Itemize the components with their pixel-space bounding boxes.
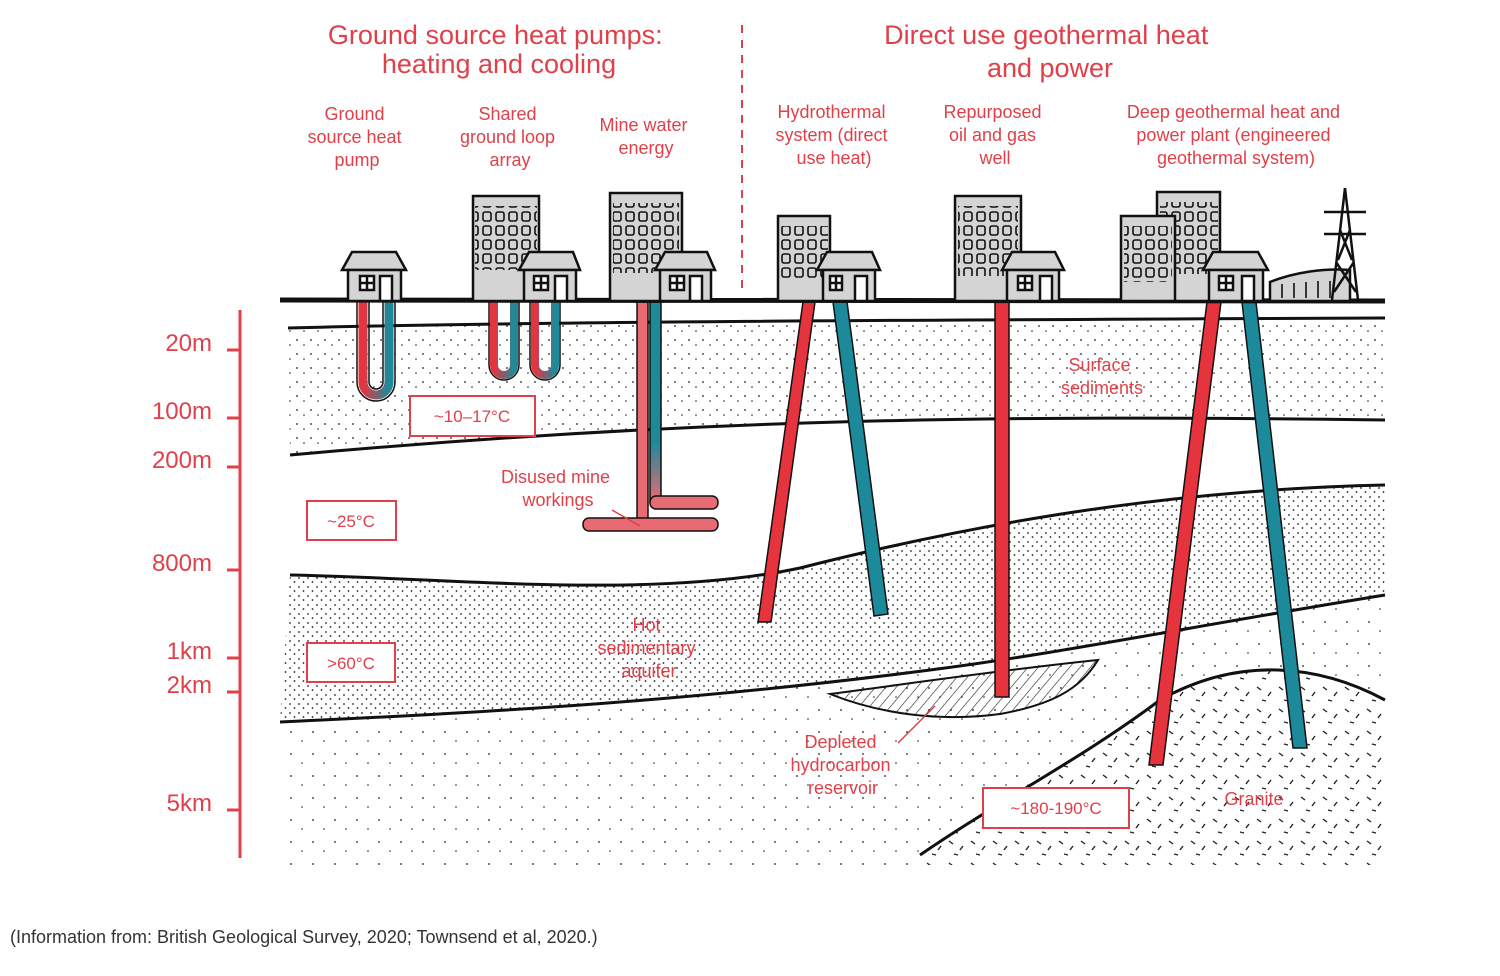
header-direct-use: Direct use geothermal heat and power: [884, 20, 1216, 83]
depth-label: 200m: [152, 447, 212, 474]
label-mine-workings: Disused mine workings: [501, 467, 615, 510]
depth-label: 2km: [167, 672, 212, 699]
mine-workings-upper: [649, 495, 719, 510]
citation: (Information from: British Geological Su…: [10, 927, 598, 947]
house-icon: [1200, 250, 1271, 303]
label-mine-water: Mine water energy: [599, 115, 692, 158]
depleted-reservoir-shape: [826, 658, 1100, 719]
depth-label: 5km: [167, 790, 212, 817]
mine-pipe-hot: [636, 301, 649, 523]
layer-aquifer: [280, 485, 1385, 722]
header-gshp: Ground source heat pumps: heating and co…: [328, 20, 670, 79]
mine-workings-pointer: [611, 509, 641, 527]
label-gshp: Ground source heat pump: [307, 104, 406, 170]
mine-pipe-cold: [649, 301, 662, 503]
buildings: [339, 187, 1366, 303]
label-hot-aquifer: Hot sedimentary aquifer: [597, 615, 700, 681]
depth-label: 100m: [152, 398, 212, 425]
apartment-tower-icon: [1119, 214, 1177, 303]
depth-scale: 20m 100m 200m 800m 1km 2km 5km: [152, 310, 242, 858]
svg-text:~25°C: ~25°C: [327, 512, 375, 531]
gshp-u-loop: [358, 302, 394, 400]
label-oil-gas-well: Repurposed oil and gas well: [943, 102, 1046, 168]
temperature-badge: ~10–17°C: [409, 395, 536, 437]
label-granite: Granite: [1224, 789, 1283, 809]
svg-text:~180-190°C: ~180-190°C: [1010, 799, 1101, 818]
house-icon: [999, 250, 1067, 303]
boundary-4: [279, 593, 1386, 724]
temperature-badge: ~180-190°C: [982, 787, 1130, 829]
label-deep-geothermal: Deep geothermal heat and power plant (en…: [1127, 102, 1345, 168]
electricity-pylon-icon: [1324, 187, 1366, 301]
shared-loop-2: [531, 302, 559, 379]
geology-layers: [279, 316, 1386, 865]
depth-label: 800m: [152, 550, 212, 577]
boundary-2: [289, 416, 1386, 457]
mine-workings-lower: [582, 517, 719, 532]
house-icon: [339, 250, 409, 303]
reservoir-pointer: [897, 705, 936, 744]
label-hydrothermal: Hydrothermal system (direct use heat): [775, 102, 892, 168]
house-icon: [516, 250, 582, 303]
label-surface-sediments: Surface sediments: [1061, 355, 1143, 398]
depth-label: 20m: [165, 330, 212, 357]
label-depleted-reservoir: Depleted hydrocarbon reservoir: [790, 732, 895, 798]
depth-label: 1km: [167, 638, 212, 665]
svg-text:>60°C: >60°C: [327, 654, 375, 673]
layer-mid: [290, 418, 1385, 586]
house-icon: [652, 250, 717, 303]
svg-text:~10–17°C: ~10–17°C: [434, 407, 510, 426]
label-shared-loop: Shared ground loop array: [460, 104, 560, 170]
house-icon: [814, 250, 882, 303]
shared-loop-1: [490, 302, 518, 379]
oilgas-pipe: [994, 301, 1010, 698]
layer-surface-sediments: [288, 318, 1385, 455]
boundary-3: [289, 483, 1386, 587]
temperature-badge: >60°C: [306, 642, 396, 683]
temperature-badge: ~25°C: [306, 500, 397, 541]
